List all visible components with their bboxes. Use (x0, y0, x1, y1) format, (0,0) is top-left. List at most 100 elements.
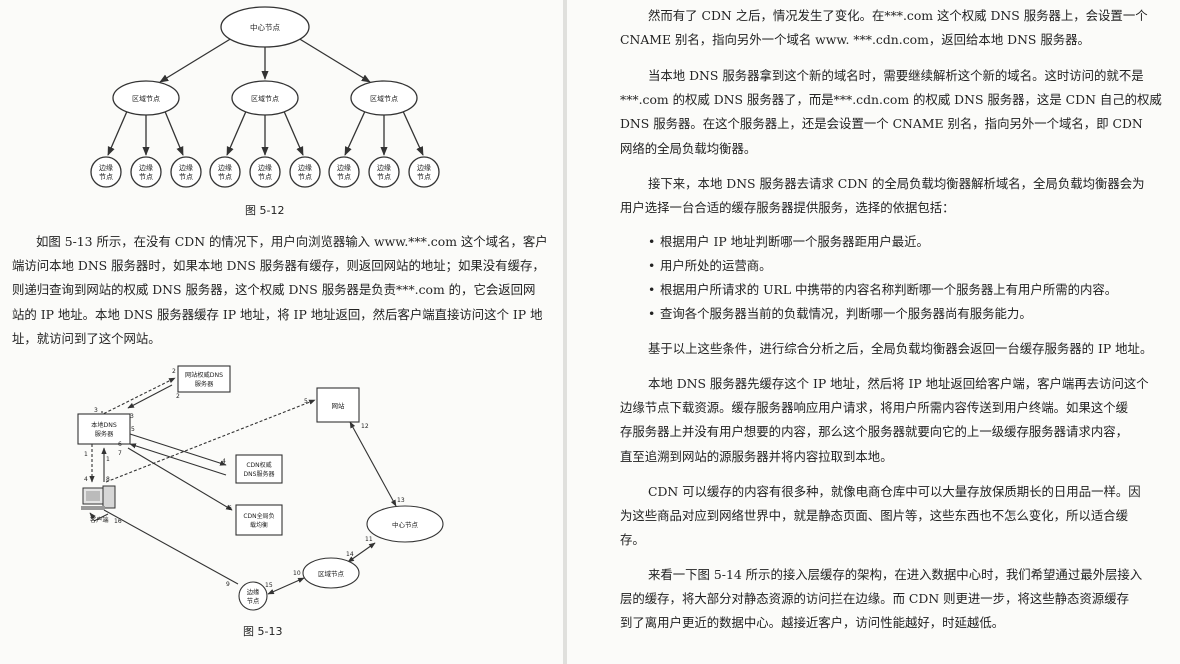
client-label: 客户端 (90, 516, 109, 524)
svg-text:载均衡: 载均衡 (250, 521, 268, 529)
edge-node-label: 边缘 (258, 163, 272, 172)
svg-text:1: 1 (84, 451, 88, 458)
local-dns-server: 本地DNS 服务器 (77, 413, 131, 445)
text-line: 当本地 DNS 服务器拿到这个新的域名时，需要继续解析这个新的域名。这时访问的就… (648, 68, 1144, 83)
edge-node (130, 156, 162, 188)
edge-node-label: 边缘 (179, 163, 193, 172)
svg-text:网站权威DNS: 网站权威DNS (185, 371, 223, 379)
svg-text:边缘: 边缘 (247, 587, 260, 596)
svg-text:区域节点: 区域节点 (132, 94, 160, 103)
svg-text:10: 10 (293, 570, 301, 577)
svg-text:13: 13 (397, 497, 405, 504)
text-line: 基于以上这些条件，进行综合分析之后，全局负载均衡器会返回一台缓存服务器的 IP … (648, 341, 1153, 356)
client-computer-icon (81, 485, 116, 510)
text-line: 直至追溯到网站的源服务器并将内容拉取到本地。 (620, 448, 893, 464)
right-paragraph-7: 来看一下图 5-14 所示的接入层缓存的架构，在进入数据中心时，我们希望通过最外… (620, 563, 1142, 636)
fig2-edge-node: 边缘 节点 (238, 581, 268, 611)
text-line: 本地 DNS 服务器先缓存这个 IP 地址，然后将 IP 地址返回给客户端，客户… (648, 376, 1149, 391)
svg-text:11: 11 (365, 536, 373, 543)
svg-text:网站: 网站 (332, 401, 346, 410)
svg-text:6: 6 (118, 441, 122, 448)
edge-node-label: 边缘 (337, 163, 351, 172)
right-paragraph-3: 接下来，本地 DNS 服务器去请求 CDN 的全局负载均衡器解析域名，全局负载均… (620, 172, 1145, 220)
text-line: 端访问本地 DNS 服务器时，如果本地 DNS 服务器有缓存，则返回网站的地址；… (12, 258, 545, 274)
edge-node (90, 156, 122, 188)
figure-5-13-cdn-dns-flow: 网站权威DNS 服务器 本地DNS 服务器 网站 CDN权威 DNS服务器 CD… (77, 365, 444, 611)
figure-5-12-caption: 图 5-12 (245, 204, 285, 217)
text-line: 如图 5-13 所示，在没有 CDN 的情况下，用户向浏览器输入 www.***… (36, 234, 548, 249)
selection-criteria-list: 根据用户 IP 地址判断哪一个服务器距用户最近。 用户所处的运营商。 根据用户所… (648, 230, 1117, 326)
fig2-region-node: 区域节点 (302, 557, 360, 589)
fig2-center-node: 中心节点 (366, 505, 444, 543)
edge-node-label: 节点 (258, 173, 272, 181)
region-node: 区域节点 (112, 80, 180, 116)
right-paragraph-5: 本地 DNS 服务器先缓存这个 IP 地址，然后将 IP 地址返回给客户端，客户… (620, 372, 1149, 469)
right-paragraph-6: CDN 可以缓存的内容有很多种，就像电商仓库中可以大量存放保质期长的日用品一样。… (620, 480, 1141, 553)
svg-text:区域节点: 区域节点 (370, 94, 398, 103)
page-gutter (563, 0, 567, 664)
region-node: 区域节点 (231, 80, 299, 116)
edge-node-label: 边缘 (218, 163, 232, 172)
text-line: 接下来，本地 DNS 服务器去请求 CDN 的全局负载均衡器解析域名，全局负载均… (648, 176, 1145, 191)
edge-node-label: 节点 (337, 173, 351, 181)
svg-text:6: 6 (228, 505, 232, 512)
svg-text:中心节点: 中心节点 (250, 22, 280, 32)
edge-node-label: 节点 (417, 173, 431, 181)
edge-node (170, 156, 202, 188)
svg-text:3: 3 (94, 407, 98, 414)
figure-5-13-caption: 图 5-13 (243, 625, 283, 638)
edge-node (368, 156, 400, 188)
svg-text:9: 9 (226, 581, 230, 588)
text-line: CNAME 别名，指向另外一个域名 www. ***.cdn.com，返回给本地… (620, 32, 1090, 48)
svg-text:服务器: 服务器 (195, 380, 214, 388)
edge-node-label: 边缘 (99, 163, 113, 172)
text-line: 存服务器上并没有用户想要的内容，那么这个服务器就要向它的上一级缓存服务器请求内容… (620, 424, 1129, 440)
edge-node-label: 边缘 (417, 163, 431, 172)
right-paragraph-4: 基于以上这些条件，进行综合分析之后，全局负载均衡器会返回一台缓存服务器的 IP … (620, 337, 1152, 361)
list-item: 查询各个服务器当前的负载情况，判断哪一个服务器尚有服务能力。 (648, 302, 1117, 326)
text-line: 到了离用户更近的数据中心。越接近客户，访问性能越好，时延越低。 (620, 615, 1005, 631)
edge-node (328, 156, 360, 188)
edge-node-label: 边缘 (298, 163, 312, 172)
text-line: 址，就访问到了这个网站。 (12, 330, 161, 346)
svg-text:12: 12 (361, 423, 369, 430)
website-box: 网站 (316, 387, 360, 423)
edge-node (408, 156, 440, 188)
edge-node (289, 156, 321, 188)
text-line: 用户选择一台合适的缓存服务器提供服务，选择的依据包括： (620, 200, 955, 216)
svg-text:服务器: 服务器 (95, 430, 114, 438)
right-paragraph-1: 然而有了 CDN 之后，情况发生了变化。在***.com 这个权威 DNS 服务… (620, 4, 1148, 52)
svg-text:5: 5 (131, 426, 135, 433)
text-line: 为这些商品对应到网络世界中，就是静态页面、图片等，这些东西也不怎么变化，所以适合… (620, 508, 1129, 524)
edge-node-label: 节点 (377, 173, 391, 181)
auth-dns-server: 网站权威DNS 服务器 (177, 365, 231, 393)
svg-text:节点: 节点 (247, 597, 260, 605)
text-line: CDN 可以缓存的内容有很多种，就像电商仓库中可以大量存放保质期长的日用品一样。… (648, 484, 1141, 499)
svg-text:2: 2 (172, 368, 176, 375)
svg-text:4: 4 (84, 476, 88, 483)
edge-node-label: 节点 (298, 173, 312, 181)
svg-text:8: 8 (106, 476, 110, 483)
step-numbers: 2 2 3 3 5 5 1 4 1 8 4 6 7 6 9 10 11 12 1… (84, 368, 405, 589)
svg-text:4: 4 (222, 458, 226, 465)
svg-text:1: 1 (106, 456, 110, 463)
figure-5-12-cdn-hierarchy: 中心节点 区域节点 区域节点 区域节点 边缘节点 边缘节点 (90, 6, 440, 188)
edge-node-label: 节点 (179, 173, 193, 181)
edge-node-label: 节点 (139, 173, 153, 181)
right-page (567, 0, 1180, 664)
text-line: 然而有了 CDN 之后，情况发生了变化。在***.com 这个权威 DNS 服务… (648, 8, 1148, 23)
svg-text:本地DNS: 本地DNS (91, 421, 117, 429)
list-item: 用户所处的运营商。 (648, 254, 1117, 278)
svg-text:CDN全局负: CDN全局负 (243, 512, 274, 520)
svg-text:5: 5 (304, 398, 308, 405)
center-node: 中心节点 (220, 6, 310, 48)
list-item: 根据用户所请求的 URL 中携带的内容名称判断哪一个服务器上有用户所需的内容。 (648, 278, 1117, 302)
list-item: 根据用户 IP 地址判断哪一个服务器距用户最近。 (648, 230, 1117, 254)
svg-text:中心节点: 中心节点 (392, 520, 419, 529)
text-line: DNS 服务器。在这个服务器上，还是会设置一个 CNAME 别名，指向另外一个域… (620, 116, 1143, 132)
svg-text:DNS服务器: DNS服务器 (244, 470, 275, 478)
text-line: 边缘节点下载资源。缓存服务器响应用户请求，将用户所需内容传送到用户终端。如果这个… (620, 400, 1129, 416)
edge-node-label: 节点 (99, 173, 113, 181)
svg-text:区域节点: 区域节点 (318, 569, 345, 578)
